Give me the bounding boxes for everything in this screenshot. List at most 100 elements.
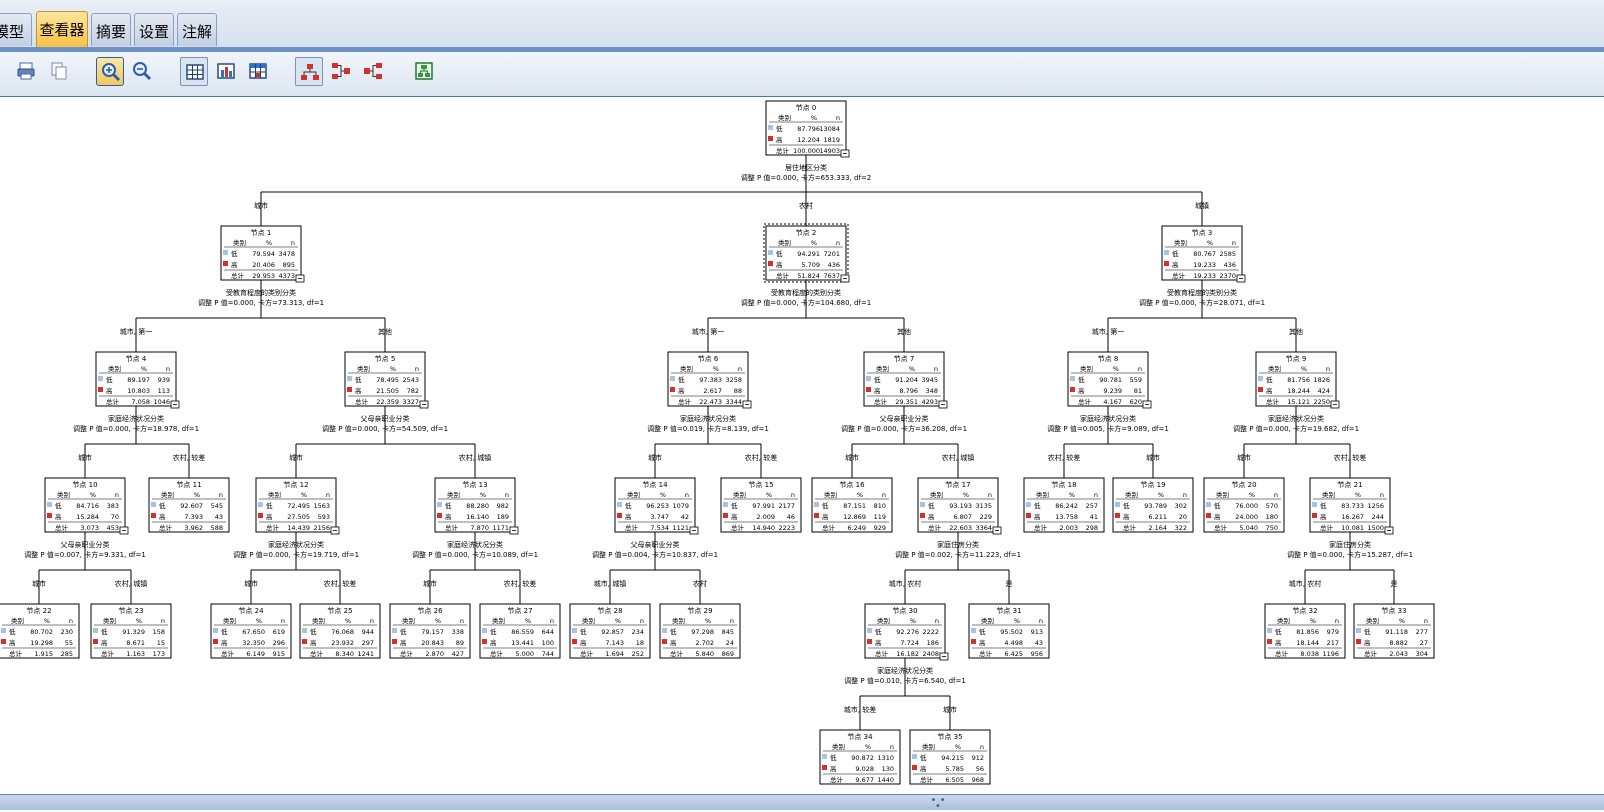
- tree-table-icon[interactable]: [180, 57, 208, 86]
- splitter-grip-icon[interactable]: • • •: [930, 795, 946, 812]
- tree-right-left-icon[interactable]: [359, 57, 387, 86]
- node-row-percent: 19.233: [1193, 272, 1216, 280]
- node-row-percent: 51.824: [797, 272, 820, 280]
- horizontal-splitter[interactable]: • • •: [0, 794, 1604, 812]
- collapse-toggle-icon[interactable]: [1330, 400, 1340, 409]
- node-row-label: 总计: [1214, 523, 1228, 532]
- node-row-percent: 6.149: [246, 650, 265, 658]
- node-box: [819, 729, 901, 785]
- tab-viewer[interactable]: 查看器: [36, 11, 88, 47]
- collapse-toggle-icon[interactable]: [419, 400, 429, 409]
- branch-label: 城市: [845, 453, 859, 462]
- node-header: n: [161, 617, 165, 625]
- node-row-label: 高: [928, 512, 935, 521]
- copy-icon[interactable]: [45, 57, 73, 86]
- zoom-out-icon[interactable]: [128, 57, 156, 86]
- collapse-toggle-icon[interactable]: [992, 526, 1002, 535]
- node-title: 节点 22: [26, 607, 51, 615]
- print-icon[interactable]: [12, 57, 40, 86]
- tab-settings[interactable]: 设置: [134, 13, 174, 46]
- table-grid-icon[interactable]: [244, 57, 272, 86]
- tab-model[interactable]: 模型: [0, 13, 32, 46]
- zoom-in-icon[interactable]: [96, 57, 124, 86]
- node-row-label: 总计: [928, 523, 942, 532]
- collapse-toggle-icon[interactable]: [170, 400, 180, 409]
- bar-chart-icon[interactable]: [212, 57, 240, 86]
- tab-notes[interactable]: 注解: [177, 13, 217, 46]
- high-color-swatch: [437, 513, 442, 518]
- collapse-toggle-icon[interactable]: [1384, 526, 1394, 535]
- tab-divider: [0, 47, 1604, 52]
- tab-summary[interactable]: 摘要: [91, 13, 131, 46]
- collapse-toggle-icon[interactable]: [295, 274, 305, 283]
- node-row-percent: 10.081: [1341, 524, 1364, 532]
- node-header: %: [390, 365, 396, 373]
- tree-canvas[interactable]: 城市农村城镇居住地区分类调整 P 值=0.000, 卡方=653.333, df…: [0, 97, 1604, 794]
- collapse-toggle-icon[interactable]: [1236, 274, 1246, 283]
- high-color-swatch: [302, 639, 307, 644]
- collapse-toggle-icon[interactable]: [330, 526, 340, 535]
- node-header: 类别: [268, 490, 281, 499]
- collapse-toggle-icon[interactable]: [689, 526, 699, 535]
- collapse-toggle-icon[interactable]: [1142, 400, 1152, 409]
- collapse-toggle-icon[interactable]: [509, 526, 519, 535]
- collapse-toggle-icon[interactable]: [938, 400, 948, 409]
- branch-label: 城市, 第一: [120, 327, 152, 336]
- node-box: [909, 729, 991, 785]
- tree-top-down-icon[interactable]: [295, 57, 323, 86]
- collapse-toggle-icon[interactable]: [939, 652, 949, 661]
- node-box: [659, 603, 741, 659]
- collapse-toggle-icon[interactable]: [119, 526, 129, 535]
- collapse-toggle-icon[interactable]: [840, 274, 850, 283]
- node-row-percent: 7.724: [900, 639, 919, 647]
- node-header: 类别: [161, 490, 174, 499]
- branch-label: 农村: [693, 579, 707, 588]
- node-row-count: 88: [734, 387, 742, 395]
- tree-left-right-icon[interactable]: [327, 57, 355, 86]
- tree-map-icon[interactable]: [410, 57, 438, 86]
- collapse-toggle-icon[interactable]: [742, 400, 752, 409]
- collapse-toggle-icon[interactable]: [840, 149, 850, 158]
- node-row-percent: 22.473: [699, 398, 722, 406]
- node-row-label: 低: [1034, 501, 1041, 510]
- node-row-percent: 6.249: [847, 524, 866, 532]
- node-header: 类别: [680, 364, 693, 373]
- node-row-percent: 92.276: [896, 628, 919, 636]
